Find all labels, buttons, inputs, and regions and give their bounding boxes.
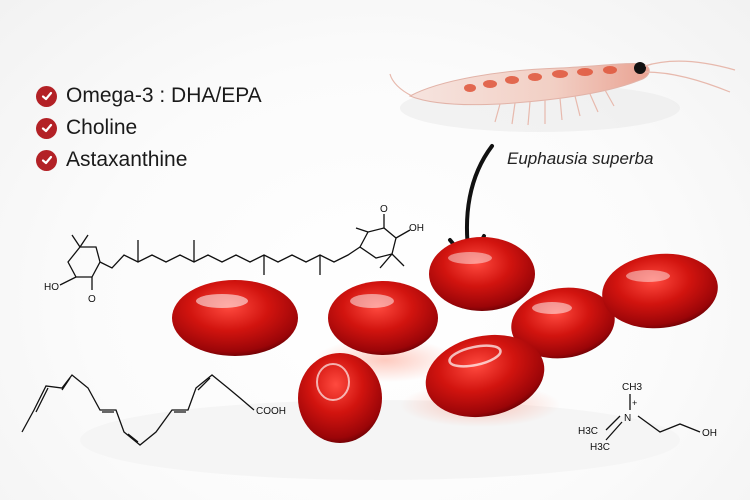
dha-label-cooh: COOH bbox=[256, 406, 286, 417]
choline-label-h3c-2: H3C bbox=[590, 442, 610, 453]
benefit-label: Choline bbox=[66, 116, 138, 139]
astaxanthin-label-ho: HO bbox=[44, 282, 59, 293]
benefit-item-omega3: Omega-3 : DHA/EPA bbox=[36, 80, 262, 112]
astaxanthin-label-o: O bbox=[380, 204, 388, 215]
benefit-item-choline: Choline bbox=[36, 112, 262, 144]
choline-label-plus: + bbox=[632, 398, 637, 408]
choline-label-oh: OH bbox=[702, 428, 717, 439]
benefits-list: Omega-3 : DHA/EPA Choline Astaxanthine bbox=[36, 80, 262, 176]
benefit-item-astaxanthine: Astaxanthine bbox=[36, 144, 262, 176]
choline-label-ch3: CH3 bbox=[622, 382, 642, 393]
check-circle-icon bbox=[36, 149, 57, 171]
astaxanthin-label-oh: OH bbox=[409, 223, 424, 234]
krill-image bbox=[389, 60, 736, 132]
capsules-image bbox=[80, 237, 718, 480]
choline-structure: CH3 + N OH H3C H3C bbox=[578, 382, 717, 453]
choline-label-n: N bbox=[624, 413, 631, 424]
check-circle-icon bbox=[36, 85, 57, 107]
benefit-label: Astaxanthine bbox=[66, 148, 188, 171]
check-circle-icon bbox=[36, 117, 57, 139]
species-label: Euphausia superba bbox=[507, 149, 654, 168]
benefit-label: Omega-3 : DHA/EPA bbox=[66, 84, 262, 107]
dha-structure: COOH bbox=[21, 374, 286, 446]
choline-label-h3c-1: H3C bbox=[578, 426, 598, 437]
astaxanthin-label-o2: O bbox=[88, 294, 96, 305]
astaxanthin-structure: O OH HO O bbox=[44, 204, 424, 305]
